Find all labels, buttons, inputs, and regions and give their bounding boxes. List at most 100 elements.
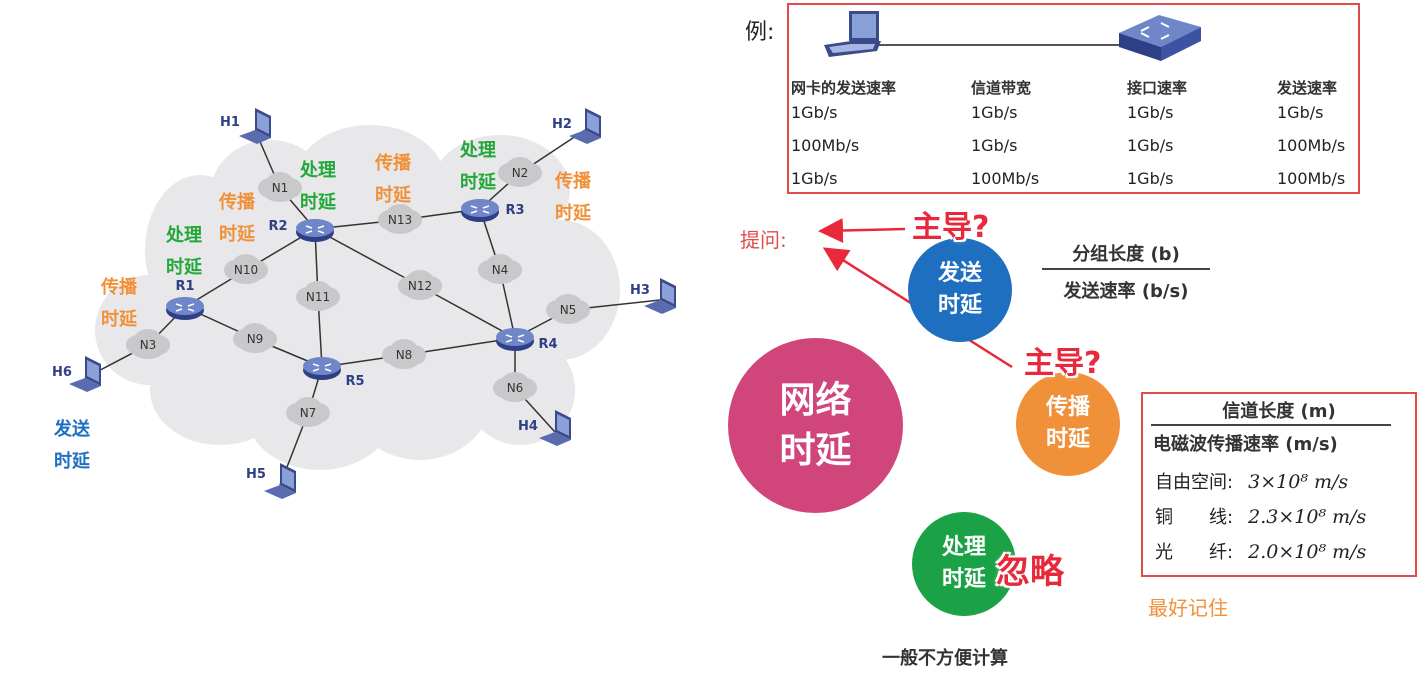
annotation-propagation-1: 传播 时延 bbox=[219, 192, 255, 245]
net-cloud-n13 bbox=[378, 204, 422, 234]
annotation-transmission: 发送 时延 bbox=[54, 419, 90, 472]
propagation-formula-numerator: 信道长度 (m) bbox=[1222, 401, 1336, 422]
node-label: H5 bbox=[246, 467, 266, 482]
laptop-icon bbox=[644, 278, 676, 314]
node-label: R4 bbox=[538, 337, 557, 352]
net-cloud-n8 bbox=[382, 339, 426, 369]
annotation-processing-1: 处理 时延 bbox=[300, 160, 336, 213]
annotation-propagation-2: 传播 时延 bbox=[375, 153, 411, 206]
annotation-processing-2: 处理 时延 bbox=[460, 140, 496, 193]
net-cloud-n9 bbox=[233, 323, 277, 353]
example-link-diagram bbox=[824, 11, 1201, 61]
laptop-icon bbox=[69, 356, 101, 392]
router-icon bbox=[166, 297, 204, 320]
laptop-icon bbox=[569, 108, 601, 144]
node-label: N9 bbox=[247, 332, 264, 346]
example-cell: 100Mb/s bbox=[971, 169, 1040, 188]
node-label: H4 bbox=[518, 419, 538, 434]
transmission-formula-denominator: 发送速率 (b/s) bbox=[1063, 281, 1189, 302]
example-cell: 1Gb/s bbox=[791, 103, 838, 122]
node-label: R3 bbox=[505, 203, 524, 218]
example-cell: 1Gb/s bbox=[791, 169, 838, 188]
router-icon bbox=[296, 219, 334, 242]
example-label: 例: bbox=[745, 20, 775, 45]
node-label: R5 bbox=[345, 374, 364, 389]
node-label: N1 bbox=[272, 181, 289, 195]
dominant-label-1: 主导? bbox=[912, 210, 990, 245]
network-delay-circle: 网络 时延 bbox=[728, 338, 903, 513]
speed-row-copper: 铜 线: 2.3×10⁸ m/s bbox=[1155, 506, 1367, 528]
node-label: R1 bbox=[175, 279, 194, 294]
example-cell: 1Gb/s bbox=[1277, 103, 1324, 122]
cloud-background bbox=[95, 125, 620, 470]
propagation-formula-box: 信道长度 (m) 电磁波传播速率 (m/s) 自由空间: 3×10⁸ m/s 铜… bbox=[1141, 392, 1417, 577]
node-label: N12 bbox=[408, 279, 432, 293]
speed-row-free-space: 自由空间: 3×10⁸ m/s bbox=[1155, 471, 1349, 493]
example-cell: 1Gb/s bbox=[971, 103, 1018, 122]
processing-note: 一般不方便计算 bbox=[882, 648, 1008, 669]
node-label: N3 bbox=[140, 338, 157, 352]
laptop-icon bbox=[239, 108, 271, 144]
node-label: N5 bbox=[560, 303, 577, 317]
ignore-label: 忽略 bbox=[996, 552, 1064, 592]
net-cloud-n7 bbox=[286, 397, 330, 427]
example-cell: 100Mb/s bbox=[1277, 169, 1346, 188]
example-header: 接口速率 bbox=[1127, 79, 1188, 97]
example-cell: 100Mb/s bbox=[1277, 136, 1346, 155]
remember-note: 最好记住 bbox=[1148, 596, 1228, 620]
dominant-label-2: 主导? bbox=[1024, 346, 1102, 381]
transmission-delay-circle: 发送 时延 bbox=[908, 238, 1012, 342]
node-label: N10 bbox=[234, 263, 258, 277]
example-cell: 1Gb/s bbox=[1127, 103, 1174, 122]
node-label: H1 bbox=[220, 115, 240, 130]
node-label: N2 bbox=[512, 166, 529, 180]
node-label: N7 bbox=[300, 406, 317, 420]
laptop-icon bbox=[539, 410, 571, 446]
network-link bbox=[314, 228, 421, 287]
router-icon bbox=[496, 328, 534, 351]
question-label: 提问: bbox=[740, 228, 787, 252]
net-cloud-n3 bbox=[126, 329, 170, 359]
net-cloud-n11 bbox=[296, 281, 340, 311]
net-cloud-n2 bbox=[498, 157, 542, 187]
example-header: 发送速率 bbox=[1277, 79, 1338, 97]
switch-icon bbox=[1119, 15, 1201, 61]
example-box: 网卡的发送速率 信道带宽 接口速率 发送速率 1Gb/s 1Gb/s 1Gb/s 1Gb/s 1… bbox=[787, 3, 1360, 194]
router-icon bbox=[461, 199, 499, 222]
propagation-delay-circle: 传播 时延 bbox=[1016, 372, 1120, 476]
net-cloud-n4 bbox=[478, 254, 522, 284]
example-cell: 1Gb/s bbox=[1127, 169, 1174, 188]
transmission-formula-numerator: 分组长度 (b) bbox=[1072, 244, 1180, 265]
node-label: N6 bbox=[507, 381, 524, 395]
example-cell: 1Gb/s bbox=[971, 136, 1018, 155]
propagation-formula-bar bbox=[1151, 424, 1391, 426]
laptop-icon bbox=[824, 11, 881, 57]
speed-row-fiber: 光 纤: 2.0×10⁸ m/s bbox=[1155, 541, 1367, 563]
example-cell: 1Gb/s bbox=[1127, 136, 1174, 155]
node-label: N4 bbox=[492, 263, 509, 277]
node-label: N11 bbox=[306, 290, 330, 304]
node-label: R2 bbox=[268, 219, 287, 234]
annotation-propagation-4: 传播 时延 bbox=[101, 277, 137, 330]
transmission-formula-bar bbox=[1042, 268, 1210, 270]
annotation-processing-3: 处理 时延 bbox=[166, 225, 202, 278]
node-label: H2 bbox=[552, 117, 572, 132]
net-cloud-n10 bbox=[224, 254, 268, 284]
node-label: N8 bbox=[396, 348, 413, 362]
node-label: N13 bbox=[388, 213, 412, 227]
node-label: H6 bbox=[52, 365, 72, 380]
net-cloud-n5 bbox=[546, 294, 590, 324]
example-cell: 100Mb/s bbox=[791, 136, 860, 155]
node-label: H3 bbox=[630, 283, 650, 298]
net-cloud-n12 bbox=[398, 270, 442, 300]
propagation-formula-denominator: 电磁波传播速率 (m/s) bbox=[1153, 434, 1338, 455]
net-cloud-n6 bbox=[493, 372, 537, 402]
laptop-icon bbox=[264, 463, 296, 499]
annotation-propagation-3: 传播 时延 bbox=[555, 171, 591, 224]
example-header: 信道带宽 bbox=[971, 79, 1032, 97]
router-icon bbox=[303, 357, 341, 380]
example-header: 网卡的发送速率 bbox=[791, 79, 897, 97]
net-cloud-n1 bbox=[258, 172, 302, 202]
